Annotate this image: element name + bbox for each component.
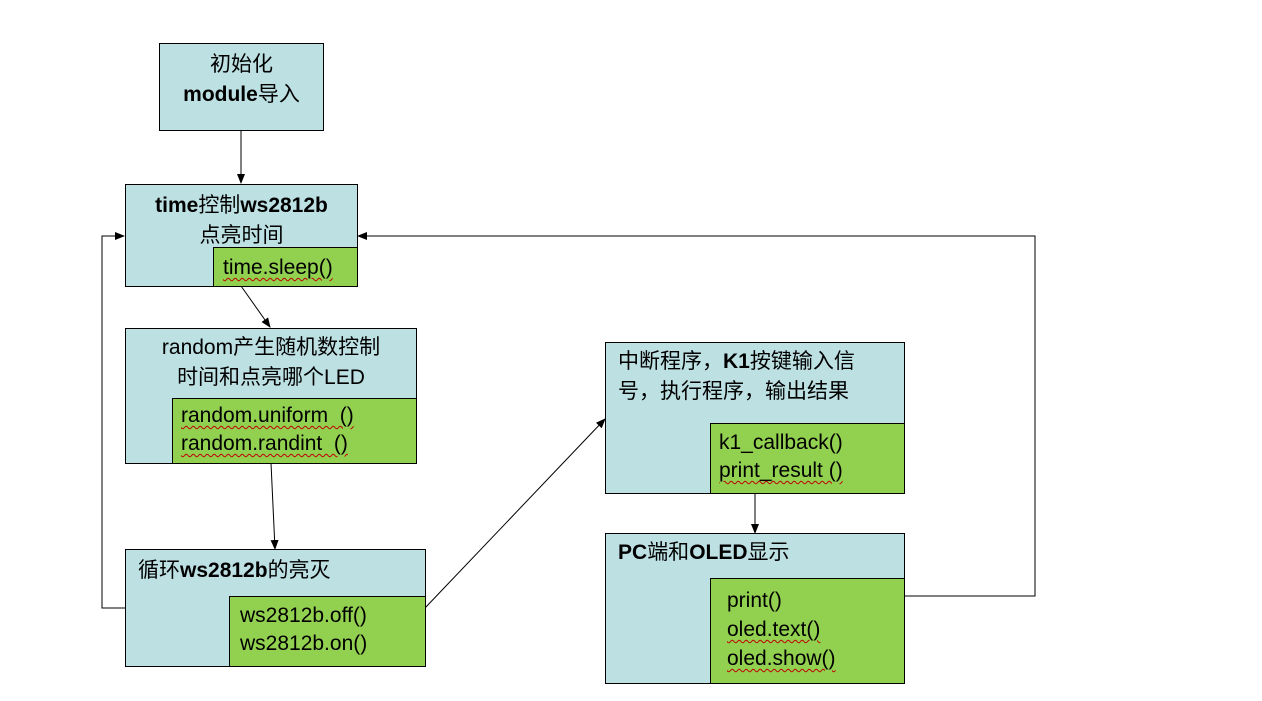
node-time-bold2: ws2812b: [240, 194, 328, 217]
func-box-random: random.uniform () random.randint (): [172, 398, 417, 464]
node-time-bold1: time: [155, 194, 199, 217]
node-loop: 循环ws2812b的亮灭 ws2812b.off() ws2812b.on(): [125, 549, 426, 667]
node-interrupt-line1: 中断程序，K1按键输入信: [618, 347, 855, 377]
node-time-mid: 控制: [198, 194, 241, 217]
node-display-post: 显示: [747, 541, 790, 564]
node-time-control-title: time控制ws2812b 点亮时间: [126, 191, 357, 251]
func-box-loop: ws2812b.off() ws2812b.on(): [229, 596, 426, 667]
func-print: print(): [727, 589, 782, 612]
node-display: PC端和OLED显示 print() oled.text() oled.show…: [605, 533, 905, 684]
node-interrupt-k1: K1: [723, 350, 750, 373]
node-interrupt-post: 按键输入信: [749, 350, 855, 373]
func-ws2812b-on: ws2812b.on(): [240, 632, 368, 655]
node-interrupt-line2: 号，执行程序，输出结果: [618, 380, 849, 403]
node-display-title: PC端和OLED显示: [618, 538, 790, 568]
node-init-line1: 初始化: [210, 53, 273, 76]
arrow-display-back-to-time: [357, 232, 1036, 597]
func-print-result: print_result (): [719, 459, 843, 482]
func-box-time: time.sleep(): [213, 247, 358, 287]
func-random-uniform: random.uniform (): [181, 404, 354, 427]
node-loop-post: 的亮灭: [267, 559, 331, 582]
arrow-loop-back-to-time: [101, 232, 125, 609]
func-ws2812b-off: ws2812b.off(): [240, 604, 367, 627]
node-display-pc: PC: [618, 541, 648, 564]
func-random-randint: random.randint (): [181, 432, 348, 455]
node-time-control: time控制ws2812b 点亮时间 time.sleep(): [125, 184, 358, 287]
node-interrupt-title: 中断程序，K1按键输入信 号，执行程序，输出结果: [618, 347, 855, 407]
node-time-control-line2: 点亮时间: [199, 224, 284, 247]
func-box-interrupt: k1_callback() print_result (): [710, 423, 905, 494]
node-random-control: random产生随机数控制 时间和点亮哪个LED random.uniform …: [125, 328, 417, 464]
node-init-line2: module导入: [160, 80, 323, 110]
func-box-display: print() oled.text() oled.show(): [710, 578, 905, 684]
node-time-control-line1: time控制ws2812b: [126, 191, 357, 221]
node-init: 初始化 module导入: [159, 43, 324, 131]
node-loop-bold: ws2812b: [180, 559, 268, 582]
node-loop-title: 循环ws2812b的亮灭: [138, 556, 331, 586]
func-time-sleep: time.sleep(): [223, 256, 333, 279]
node-random-line1: random产生随机数控制: [161, 336, 381, 359]
func-oled-text: oled.text(): [727, 618, 821, 641]
arrow-loop-to-interrupt: [424, 418, 606, 609]
arrow-random-to-loop: [270, 462, 279, 550]
node-interrupt: 中断程序，K1按键输入信 号，执行程序，输出结果 k1_callback() p…: [605, 342, 905, 494]
func-oled-show: oled.show(): [727, 647, 836, 670]
node-interrupt-pre: 中断程序，: [618, 350, 723, 373]
node-display-oled: OLED: [689, 541, 748, 564]
node-display-mid: 端和: [647, 541, 690, 564]
node-loop-pre: 循环: [138, 559, 180, 582]
node-init-module: module: [183, 83, 258, 106]
arrow-time-to-random: [240, 285, 271, 328]
node-init-import: 导入: [257, 83, 300, 106]
node-random-control-title: random产生随机数控制 时间和点亮哪个LED: [126, 333, 416, 393]
node-init-title: 初始化 module导入: [160, 50, 323, 110]
node-random-line2: 时间和点亮哪个LED: [177, 366, 365, 389]
func-k1-callback: k1_callback(): [719, 431, 843, 454]
